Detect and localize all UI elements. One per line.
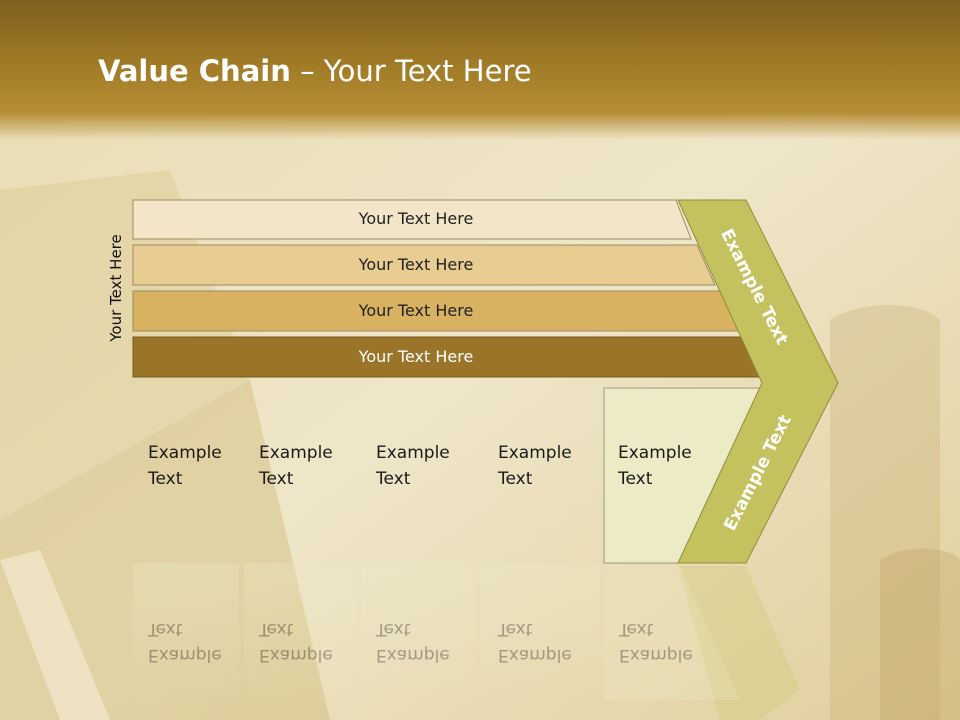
band-1-label: Your Text Here [358,209,474,228]
box-3-line2: Text [376,469,411,489]
box-4-line2: Text [498,469,533,489]
box-5-line2: Text [618,469,653,489]
title-rest: – Your Text Here [290,54,532,88]
box-4-line1: Example [498,443,572,463]
example-box-3: Example Text [361,388,474,563]
box-3-line1: Example [376,443,450,463]
title-band [0,0,960,140]
box-1-line2: Text [148,469,183,489]
example-box-4: Example Text [480,388,600,563]
box-2-line2: Text [259,469,294,489]
box-2-line1: Example [259,443,333,463]
band-4-label: Your Text Here [358,347,474,366]
box-5-line1: Example [618,443,692,463]
example-box-1: Example Text [133,388,239,563]
band-3-label: Your Text Here [358,301,474,320]
box-1-line1: Example [148,443,222,463]
example-box-5: Example Text [604,388,724,563]
slide-title: Value Chain – Your Text Here [98,54,532,88]
title-bold: Value Chain [98,54,291,88]
example-box-2: Example Text [244,388,356,563]
band-2-label: Your Text Here [358,255,474,274]
side-label: Your Text Here [107,234,125,342]
